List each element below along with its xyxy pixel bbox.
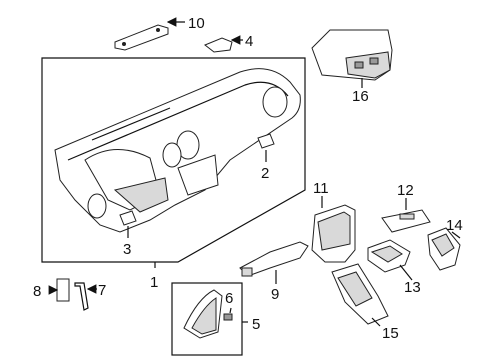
part-16-airbag-module [311,29,393,88]
callout-6: 6 [225,290,233,307]
callout-7: 7 [98,282,106,299]
callout-3: 3 [123,241,131,258]
callout-13: 13 [404,279,421,296]
part-3-clip [119,210,137,238]
instrument-panel [54,68,301,233]
callout-16: 16 [352,88,369,105]
callout-5: 5 [252,316,260,333]
callout-1: 1 [150,274,158,291]
instrument-panel-frame [41,57,306,263]
callout-10: 10 [188,15,205,32]
callout-2: 2 [261,165,269,182]
callout-9: 9 [271,286,279,303]
callout-14: 14 [446,217,463,234]
callout-8: 8 [33,283,41,300]
callout-12: 12 [397,182,414,199]
part-7-key [74,282,97,311]
part-4-bracket [204,35,243,53]
part-12-panel [381,198,431,233]
part-2-clip [257,133,275,162]
part-5-box [171,282,248,356]
part-10-bracket [114,17,185,51]
part-8-clip [48,278,70,302]
callout-15: 15 [382,325,399,342]
part-14-bracket [427,227,461,271]
part-13-duct [367,239,413,281]
part-9-duct [239,241,309,284]
callout-11: 11 [313,180,329,197]
callout-4: 4 [245,33,253,50]
part-11-duct [311,196,356,263]
part-15-trim [331,263,389,327]
